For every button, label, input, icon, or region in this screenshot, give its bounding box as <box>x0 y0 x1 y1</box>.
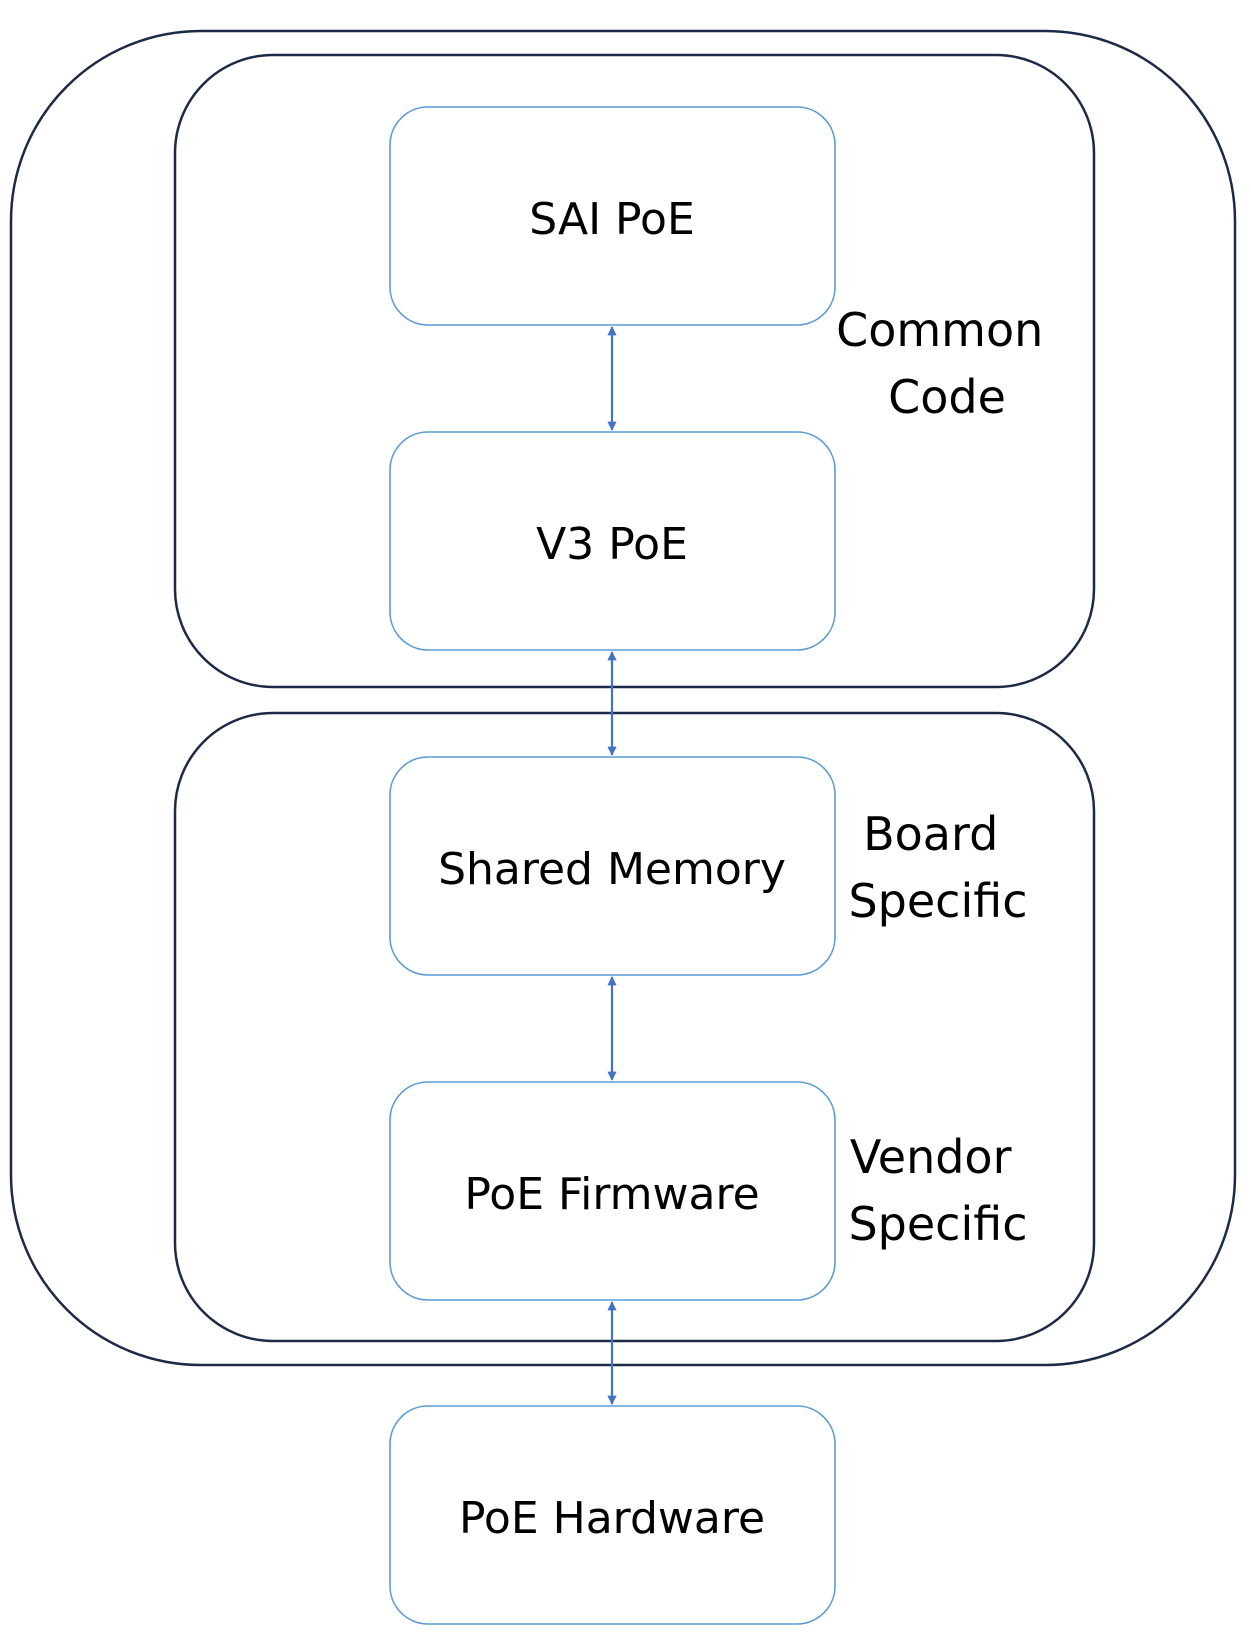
vendor-specific-label: Vendor Specific <box>848 1130 1027 1251</box>
common-code-group <box>173 53 1096 689</box>
vendor-specific-label-line-1: Vendor <box>850 1130 1012 1184</box>
v3-poe-label: V3 PoE <box>536 519 688 570</box>
sai-poe-label: SAI PoE <box>529 194 695 245</box>
board-specific-label-line-1: Board <box>863 807 998 861</box>
outer-container <box>9 29 1237 1367</box>
board-specific-label: Board Specific <box>848 807 1027 928</box>
shared-memory-label: Shared Memory <box>438 844 786 895</box>
board-specific-label-line-2: Specific <box>848 874 1027 928</box>
poe-firmware-box <box>389 1081 836 1301</box>
common-code-label-line-1: Common <box>836 303 1043 357</box>
poe-firmware-label: PoE Firmware <box>464 1169 759 1220</box>
common-code-label: Common Code <box>836 303 1058 424</box>
v3-poe-box <box>389 431 836 651</box>
poe-hardware-label: PoE Hardware <box>459 1493 765 1544</box>
specific-group <box>173 711 1096 1343</box>
shared-memory-box <box>389 756 836 976</box>
poe-hardware-box <box>389 1405 836 1625</box>
sai-poe-box <box>389 106 836 326</box>
vendor-specific-label-line-2: Specific <box>848 1197 1027 1251</box>
common-code-label-line-2: Code <box>888 370 1006 424</box>
